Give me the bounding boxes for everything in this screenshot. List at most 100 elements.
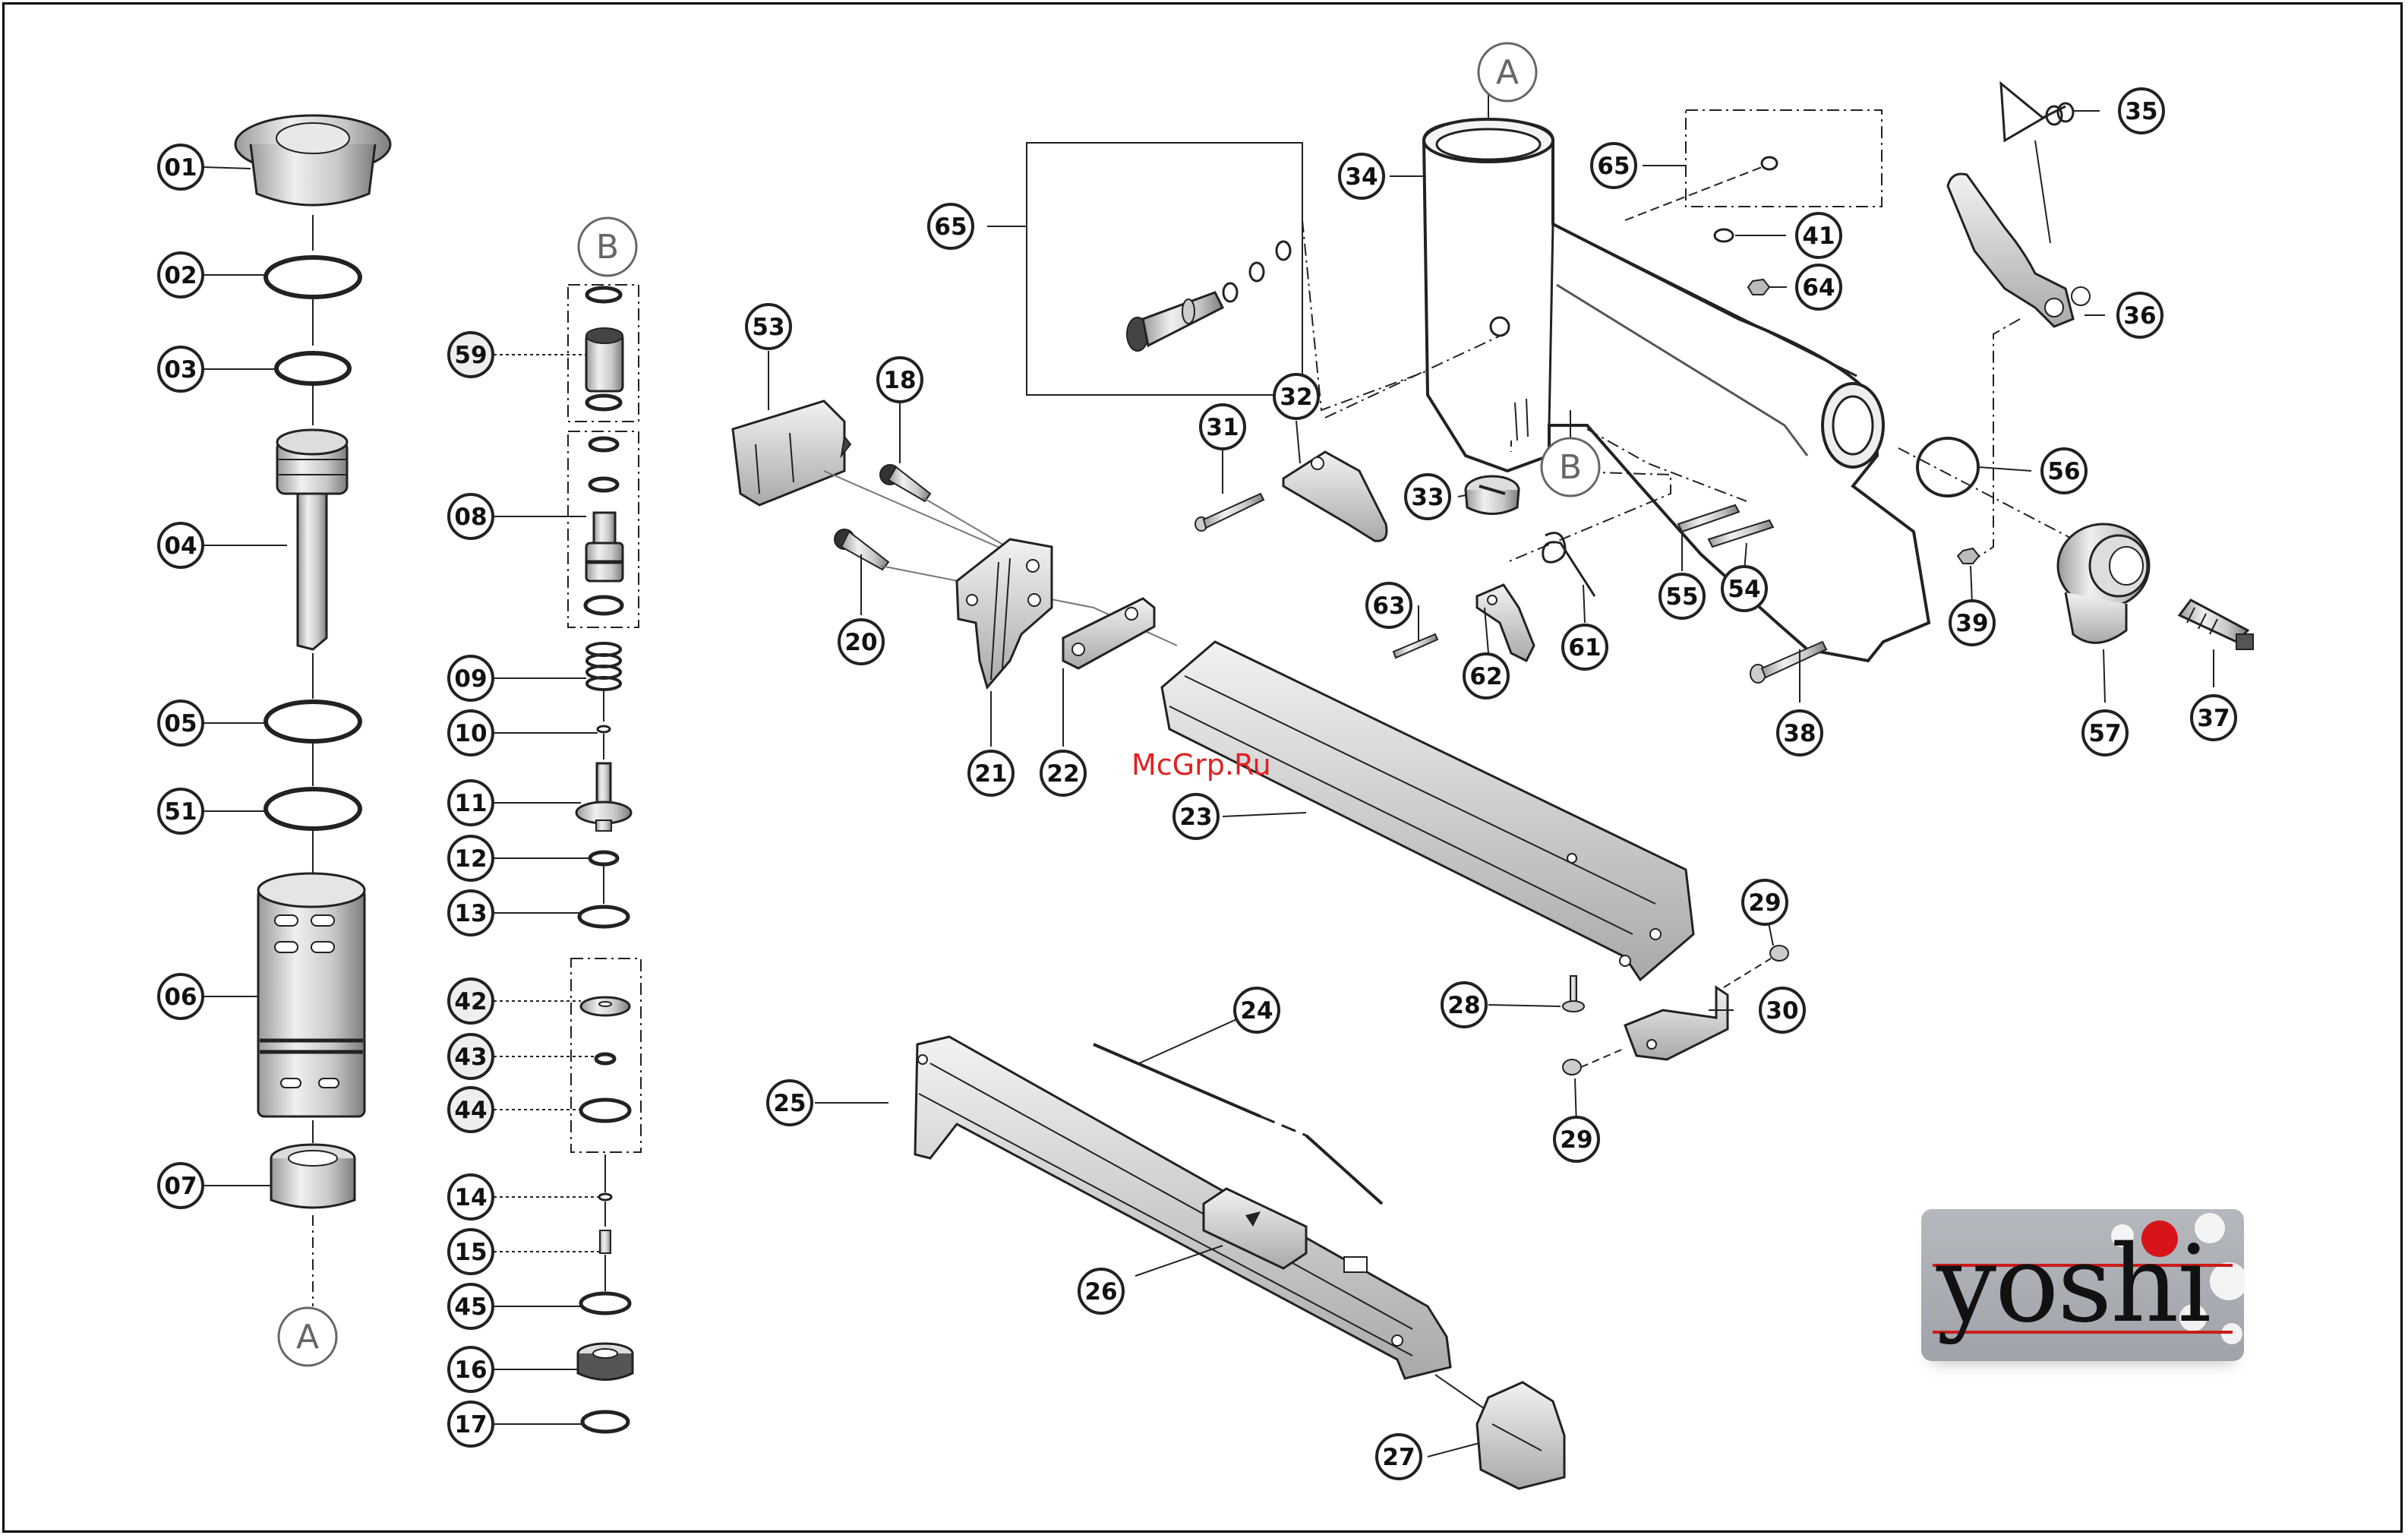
part-53-guard — [733, 401, 851, 505]
callout-number: 05 — [164, 710, 197, 737]
part-56-o-ring — [1917, 438, 1978, 496]
part-08-ring-3 — [585, 597, 622, 614]
callout-number: 23 — [1179, 804, 1212, 831]
watermark-text: McGrp.Ru — [1131, 748, 1271, 782]
callout-number: 29 — [1748, 889, 1781, 917]
callout-c28: 28 — [1442, 983, 1486, 1027]
logo-bubble — [2210, 1262, 2244, 1300]
callout-number: 63 — [1372, 592, 1405, 620]
callout-c38: 38 — [1778, 711, 1822, 755]
callout-c22: 22 — [1041, 751, 1085, 795]
brand-logo: yoshi — [1921, 1209, 2244, 1361]
callout-c21: 21 — [969, 751, 1013, 795]
part-18-screw — [880, 465, 930, 501]
callout-number: 27 — [1382, 1444, 1415, 1471]
part-29-screw-top — [1770, 946, 1788, 961]
part-59-valve-seat — [586, 328, 623, 391]
callout-c61: 61 — [1563, 625, 1607, 669]
part-28-screw — [1563, 976, 1584, 1012]
callout-cBmid: B — [1542, 438, 1599, 496]
callout-number: 37 — [2197, 705, 2230, 732]
callout-number: 59 — [454, 342, 487, 369]
callout-cBtop: B — [579, 218, 636, 276]
callout-number: 26 — [1084, 1278, 1117, 1306]
part-27-nose-block — [1477, 1382, 1564, 1489]
part-38-pin — [1750, 642, 1826, 683]
group-65-box — [1027, 143, 1302, 395]
callout-c54: 54 — [1722, 567, 1766, 611]
part-44-o-ring — [581, 1100, 630, 1121]
part-65-trigger-valve — [1127, 242, 1290, 351]
callout-c30: 30 — [1760, 988, 1804, 1032]
callout-number: 30 — [1766, 997, 1798, 1025]
callout-c64: 64 — [1797, 265, 1841, 309]
part-42-washer — [581, 997, 630, 1015]
part-33-cap-screw — [1466, 476, 1519, 514]
callout-c43: 43 — [449, 1034, 493, 1078]
callout-number: A — [1496, 53, 1519, 92]
callout-number: B — [596, 228, 619, 267]
callout-number: 12 — [454, 845, 487, 873]
part-64-nut — [1748, 279, 1769, 295]
callout-c45: 45 — [449, 1284, 493, 1328]
callout-c07: 07 — [159, 1164, 203, 1208]
callout-c15: 15 — [449, 1230, 493, 1274]
callout-c63: 63 — [1367, 583, 1411, 627]
callout-c10: 10 — [449, 711, 493, 755]
callout-number: 55 — [1665, 583, 1698, 611]
callout-number: 18 — [883, 367, 916, 394]
callout-number: 34 — [1345, 163, 1378, 191]
part-45-o-ring — [581, 1293, 630, 1313]
callout-number: 56 — [2047, 458, 2080, 485]
callout-number: 25 — [773, 1090, 806, 1117]
callout-number: 04 — [164, 532, 197, 560]
part-59-ring-bottom — [587, 396, 620, 409]
callout-c08: 08 — [449, 494, 493, 538]
callout-c44: 44 — [449, 1088, 493, 1132]
callout-c24: 24 — [1235, 988, 1279, 1032]
part-23-magazine — [1162, 642, 1693, 980]
part-30-bracket — [1625, 987, 1728, 1060]
callout-number: 32 — [1280, 384, 1312, 411]
callout-number: 11 — [454, 790, 487, 817]
part-08-valve-piston — [586, 513, 623, 581]
part-05-o-ring — [266, 702, 360, 741]
callout-c12: 12 — [449, 836, 493, 880]
callout-number: 42 — [454, 988, 487, 1015]
callout-number: 57 — [2088, 720, 2121, 747]
callout-c33: 33 — [1406, 475, 1450, 519]
callout-c16: 16 — [449, 1347, 493, 1391]
callout-number: 45 — [454, 1293, 487, 1321]
callout-cAleft: A — [279, 1308, 336, 1366]
part-14-small-ring — [599, 1194, 611, 1200]
part-65-ring — [1762, 157, 1777, 169]
callout-c39: 39 — [1950, 601, 1994, 645]
callout-number: 65 — [934, 213, 967, 241]
callout-number: 15 — [454, 1239, 487, 1266]
callout-c53: 53 — [746, 305, 791, 349]
callout-number: 35 — [2125, 98, 2157, 125]
callout-c02: 02 — [159, 253, 203, 297]
callout-cAtop: A — [1479, 43, 1536, 101]
callout-number: 31 — [1206, 414, 1239, 441]
part-09-spring — [587, 643, 620, 690]
callout-c29b: 29 — [1554, 1117, 1598, 1161]
callout-c65a: 65 — [929, 204, 973, 248]
logo-bubble — [2221, 1323, 2242, 1344]
part-43-ring — [596, 1054, 614, 1063]
part-36-trigger-lever — [1948, 174, 2090, 327]
callout-number: 38 — [1783, 720, 1816, 747]
callout-c65b: 65 — [1592, 144, 1636, 188]
callout-c62: 62 — [1464, 654, 1508, 698]
callout-c05: 05 — [159, 701, 203, 745]
part-21-driver-guide — [957, 539, 1052, 687]
callout-number: 61 — [1568, 634, 1601, 662]
callout-number: 22 — [1046, 760, 1079, 788]
part-10-small-ring — [598, 726, 610, 732]
group-65-right-box — [1686, 110, 1882, 207]
callout-c17: 17 — [449, 1402, 493, 1446]
callout-number: 24 — [1240, 997, 1273, 1025]
callout-number: 39 — [1955, 610, 1988, 637]
callout-c29a: 29 — [1743, 880, 1787, 924]
